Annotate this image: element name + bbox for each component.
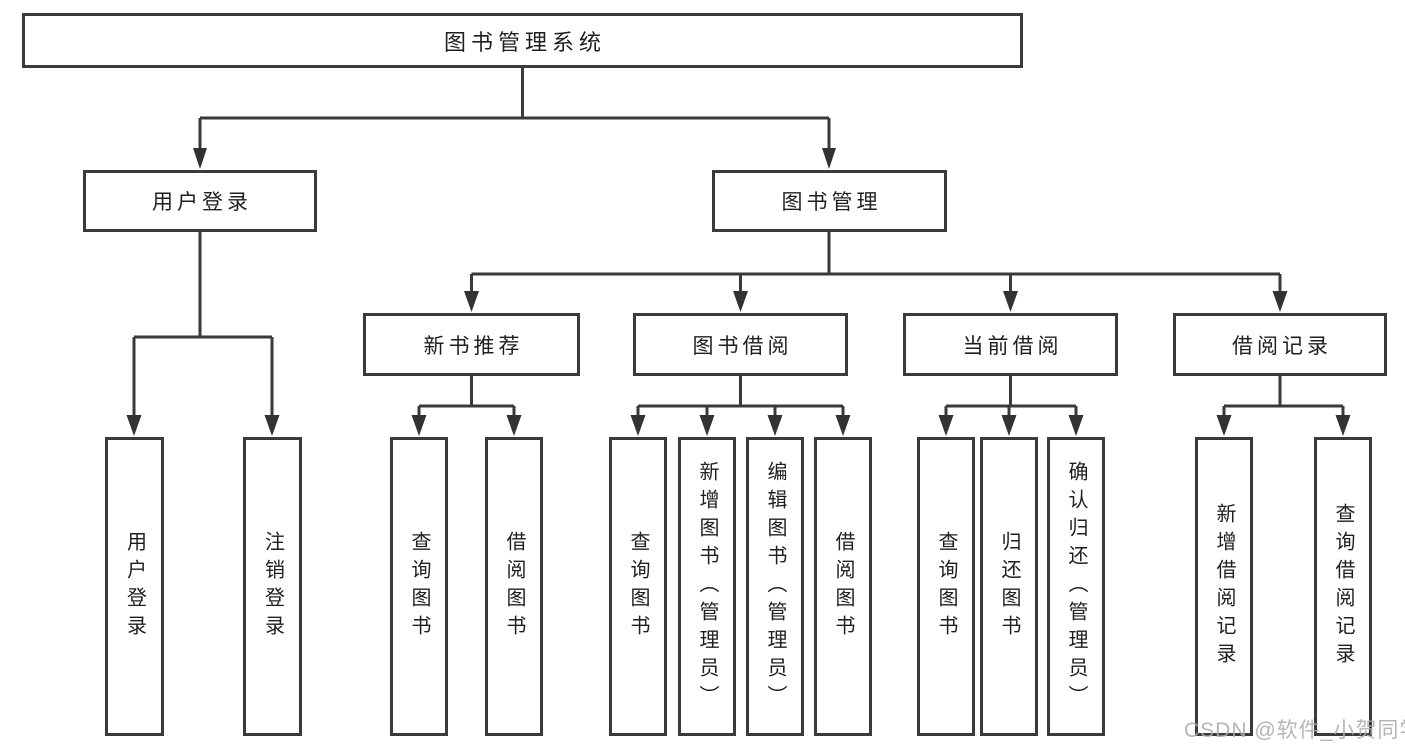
node-user-login: 用户登录 (83, 170, 317, 232)
leaf-return-books: 归还图书 (980, 437, 1038, 736)
node-new-book-recommendation: 新书推荐 (363, 313, 580, 376)
node-book-borrowing: 图书借阅 (633, 313, 848, 376)
leaf-query-borrow-record: 查询借阅记录 (1314, 437, 1372, 736)
node-library-management-system: 图书管理系统 (22, 13, 1023, 68)
watermark: CSDN @软件_小贺同学 (1184, 719, 1405, 742)
leaf-query-books-borrowing: 查询图书 (609, 437, 667, 736)
connector-paths (132, 67, 1345, 417)
node-book-management: 图书管理 (712, 170, 947, 232)
leaf-add-book-admin: 新增图书（管理员） (678, 437, 736, 736)
arrowheads (126, 148, 1351, 436)
node-borrowing-records: 借阅记录 (1173, 313, 1387, 376)
leaf-user-login: 用户登录 (105, 437, 164, 736)
leaf-logout: 注销登录 (243, 437, 302, 736)
leaf-query-books-recommend: 查询图书 (390, 437, 448, 736)
leaf-borrow-books-recommend: 借阅图书 (485, 437, 543, 736)
node-current-borrowing: 当前借阅 (903, 313, 1118, 376)
leaf-edit-book-admin: 编辑图书（管理员） (746, 437, 804, 736)
leaf-confirm-return-admin: 确认归还（管理员） (1047, 437, 1105, 736)
leaf-add-borrow-record: 新增借阅记录 (1195, 437, 1253, 736)
leaf-query-books-current: 查询图书 (917, 437, 975, 736)
leaf-borrow-books-borrowing: 借阅图书 (814, 437, 872, 736)
